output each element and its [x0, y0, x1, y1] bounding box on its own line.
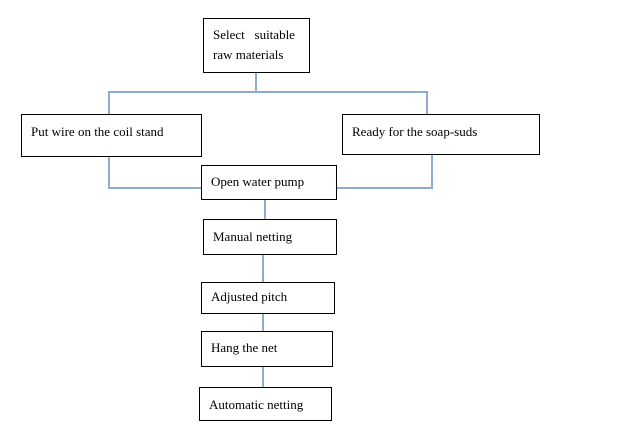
node-manual-netting: Manual netting — [203, 219, 337, 255]
node-put-wire: Put wire on the coil stand — [21, 114, 202, 157]
node-soap-label: Ready for the soap-suds — [352, 124, 478, 139]
node-pitch-label: Adjusted pitch — [211, 289, 288, 304]
node-hang-the-net: Hang the net — [201, 331, 333, 367]
node-manual-label: Manual netting — [213, 229, 293, 244]
node-open-water-pump: Open water pump — [201, 165, 337, 200]
connector-soap-to-pump — [337, 155, 433, 189]
node-pump-label: Open water pump — [211, 174, 305, 189]
node-hang-label: Hang the net — [211, 340, 278, 355]
node-soap-suds: Ready for the soap-suds — [342, 114, 540, 155]
node-select-raw-materials: Select suitable raw materials — [203, 18, 310, 73]
node-wire-label: Put wire on the coil stand — [31, 124, 164, 139]
connector-wire-to-pump — [108, 157, 201, 189]
node-select-label: Select suitable raw materials — [213, 27, 295, 62]
node-auto-label: Automatic netting — [209, 397, 304, 412]
node-adjusted-pitch: Adjusted pitch — [201, 282, 335, 314]
connector-branch-top — [108, 91, 428, 114]
node-automatic-netting: Automatic netting — [199, 387, 332, 421]
